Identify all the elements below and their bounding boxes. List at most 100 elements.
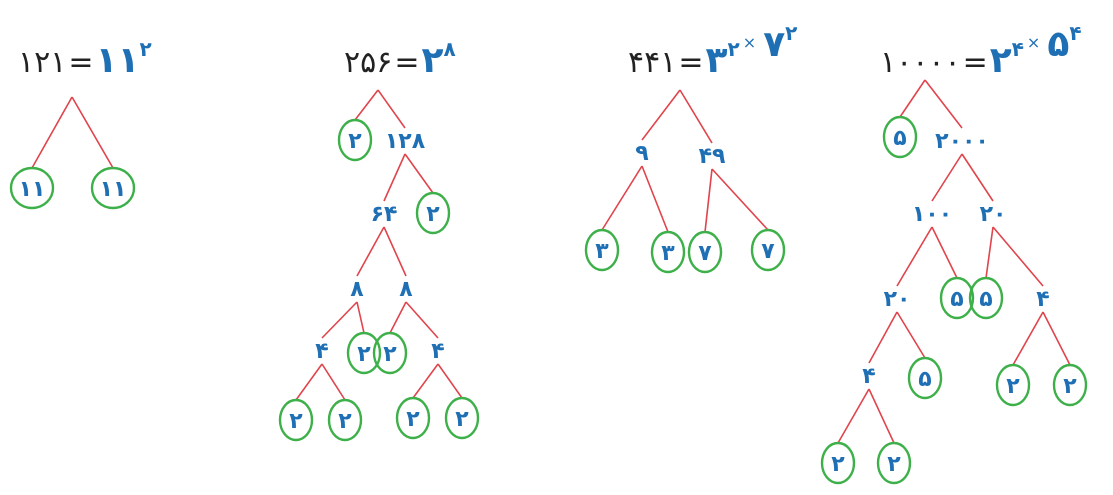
prime-factor-label: ۲	[383, 342, 397, 367]
composite-factor-label: ۲۰	[884, 287, 911, 312]
composite-factor-label: ۲۰	[980, 202, 1007, 227]
tree-edge	[868, 388, 895, 444]
prime-factor-label: ۳	[661, 241, 675, 266]
times-sign: ×	[743, 33, 756, 52]
tree-edge	[71, 96, 114, 169]
tree-edge	[1012, 311, 1044, 366]
prime-factor-ring	[327, 398, 363, 442]
prime-factor-ring	[968, 276, 1004, 320]
tree-edge	[641, 89, 681, 141]
composite-factor-label: ۸	[350, 277, 364, 302]
equals-sign: =	[68, 45, 93, 80]
tree-edge	[896, 311, 926, 359]
tree-edge	[437, 363, 463, 399]
prime-factor-ring	[750, 228, 786, 272]
composite-factor-label: ۴	[315, 339, 328, 364]
prime-factor-label: ۱۱	[19, 177, 46, 202]
prime-factor-ring	[650, 230, 686, 274]
tree-edge	[837, 388, 870, 444]
prime-factor-label: ۲	[289, 409, 303, 434]
prime-factor-ring	[395, 396, 431, 440]
composite-factor-label: ۶۴	[371, 202, 398, 227]
equation-lhs: ۴۴۱	[628, 45, 676, 80]
prime-factor-ring	[337, 118, 373, 162]
power-exponent: ۸	[443, 37, 455, 61]
tree-edge	[711, 168, 769, 231]
prime-factor-ring	[876, 441, 912, 485]
prime-factor-label: ۲	[1063, 374, 1077, 399]
equals-sign: =	[394, 45, 419, 80]
prime-factor-ring	[820, 441, 856, 485]
power-base: ۷	[763, 24, 785, 65]
tree-edge	[679, 89, 713, 144]
composite-factor-label: ۸	[399, 277, 413, 302]
prime-factor-ring	[415, 191, 451, 235]
equation-lhs: ۱۲۱	[18, 45, 66, 80]
composite-factor-label: ۹	[635, 141, 648, 166]
prime-factor-label: ۵	[893, 126, 906, 151]
prime-factor-label: ۲	[887, 452, 901, 477]
prime-factor-label: ۲	[338, 409, 352, 434]
equation-lhs: ۲۵۶	[344, 45, 392, 80]
tree-edge	[321, 363, 346, 401]
prime-factor-ring	[907, 356, 943, 400]
power-exponent: ۴	[1069, 21, 1081, 45]
tree-edge	[924, 79, 963, 129]
prime-factor-label: ۲	[406, 407, 420, 432]
prime-factor-ring	[584, 228, 620, 272]
tree-edge	[404, 153, 434, 194]
prime-factor-label: ۲	[348, 129, 362, 154]
equation-text: ۱۲۱=۱۱۲	[18, 37, 152, 81]
equation-header: ۱۲۱=۱۱۲	[18, 37, 152, 81]
prime-factor-ring	[9, 166, 55, 210]
prime-factor-label: ۳	[595, 239, 609, 264]
prime-factor-label: ۱۱	[100, 177, 127, 202]
prime-factor-ring	[444, 396, 480, 440]
equation-header: ۱۰۰۰۰=۲۴× ۵۴	[880, 21, 1082, 81]
equation-header: ۲۵۶=۲۸	[344, 37, 456, 81]
power-exponent: ۴	[1012, 37, 1024, 61]
tree-edge	[868, 311, 898, 364]
equals-sign: =	[963, 45, 988, 80]
equation-text: ۱۰۰۰۰=۲۴× ۵۴	[880, 21, 1082, 81]
tree-edge	[377, 89, 406, 129]
rings-layer	[9, 115, 1088, 485]
prime-factor-ring	[882, 115, 918, 159]
tree-edge	[383, 226, 407, 277]
composite-factor-label: ۴	[1036, 287, 1049, 312]
prime-factor-ring	[90, 166, 136, 210]
prime-factor-label: ۲	[831, 452, 845, 477]
composite-factor-label: ۴	[862, 364, 875, 389]
prime-factor-ring	[995, 363, 1031, 407]
power-base: ۵	[1047, 24, 1069, 65]
tree-edge	[931, 153, 963, 202]
tree-edge	[295, 363, 323, 401]
power-base: ۱۱	[95, 40, 139, 81]
tree-edge	[31, 96, 73, 169]
tree-edge	[356, 226, 385, 277]
tree-edge	[321, 301, 358, 339]
prime-factor-label: ۲	[357, 342, 371, 367]
tree-edge	[704, 168, 713, 233]
prime-factor-label: ۲	[455, 407, 469, 432]
prime-factor-label: ۲	[1006, 374, 1020, 399]
edges-layer	[31, 79, 1071, 444]
equation-text: ۲۵۶=۲۸	[344, 37, 456, 81]
tree-edge	[985, 226, 994, 279]
equation-header: ۴۴۱=۳۲× ۷۲	[628, 21, 797, 81]
equals-sign: =	[678, 45, 703, 80]
tree-edge	[383, 153, 406, 202]
power-base: ۲	[990, 40, 1012, 81]
tree-edge	[1042, 311, 1071, 366]
prime-factor-ring	[939, 276, 975, 320]
prime-factor-label: ۷	[698, 241, 712, 266]
power-exponent: ۲	[785, 21, 797, 45]
tree-edge	[354, 89, 379, 121]
tree-edge	[992, 226, 1044, 287]
prime-factor-label: ۲	[426, 202, 440, 227]
tree-edge	[961, 153, 994, 202]
power-base: ۲	[421, 40, 443, 81]
composite-factor-label: ۱۰۰	[912, 202, 952, 227]
